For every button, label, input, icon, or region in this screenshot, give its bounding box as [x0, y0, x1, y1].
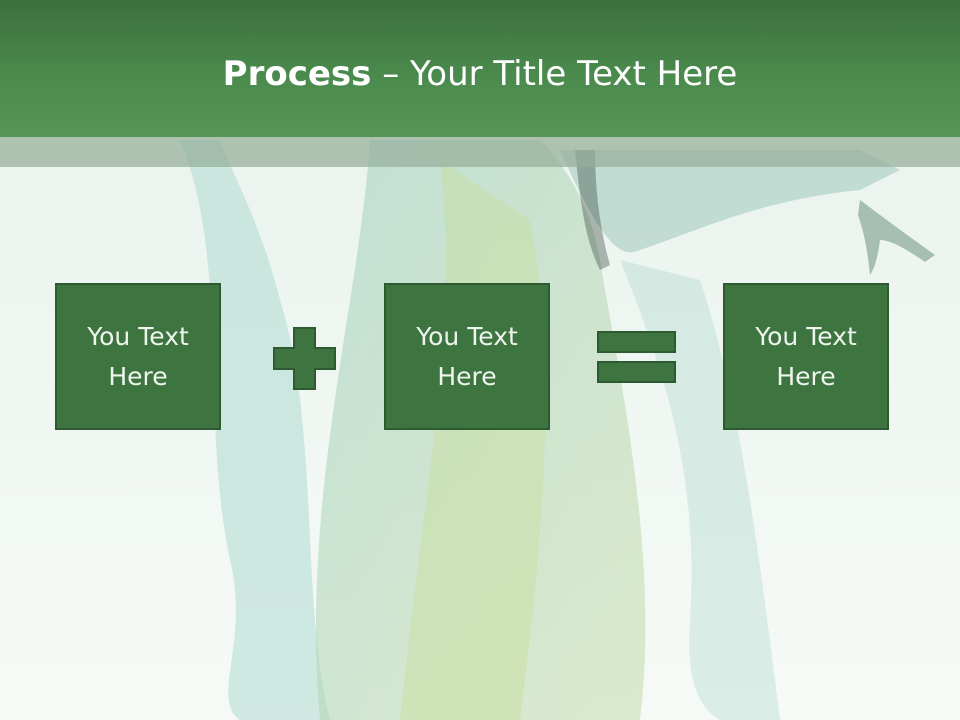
process-box-2-label: You Text Here: [416, 321, 518, 391]
title-bar: [0, 0, 960, 137]
slide-title-bold: Process: [222, 54, 372, 94]
process-box-3-label: You Text Here: [755, 321, 857, 391]
slide-title-text: Your Title Text Here: [410, 54, 738, 94]
slide-title-separator: –: [371, 54, 411, 94]
plus-icon: [273, 327, 336, 390]
slide-title[interactable]: Process – Your Title Text Here: [0, 52, 960, 96]
process-box-2[interactable]: You Text Here: [384, 283, 550, 430]
process-box-1[interactable]: You Text Here: [55, 283, 221, 430]
process-box-1-label: You Text Here: [87, 321, 189, 391]
process-box-3[interactable]: You Text Here: [723, 283, 889, 430]
title-underband: [0, 137, 960, 167]
equals-icon: [597, 331, 676, 383]
